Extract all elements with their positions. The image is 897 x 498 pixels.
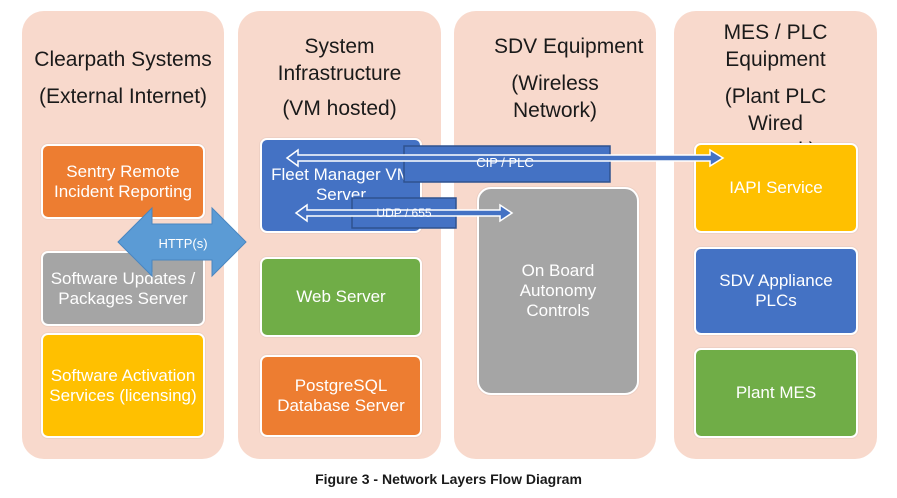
plant-mes-box: Plant MES <box>694 348 858 438</box>
column-clearpath-title: Clearpath Systems (External Internet) <box>34 48 212 108</box>
postgres-label: PostgreSQL Database Server <box>277 376 405 415</box>
http-arrow <box>117 206 247 278</box>
onboard-label: On Board Autonomy Controls <box>519 261 597 320</box>
cip-bar <box>403 145 611 183</box>
http-label: HTTP(s) <box>158 236 208 251</box>
sdv-plcs-box: SDV Appliance PLCs <box>694 247 858 335</box>
postgres-box: PostgreSQL Database Server <box>260 355 422 437</box>
cip-double-arrow <box>285 148 725 168</box>
activation-box: Software Activation Services (licensing) <box>41 333 205 438</box>
updates-label: Software Updates / Packages Server <box>50 268 196 308</box>
plant-mes-label: Plant MES <box>735 383 817 402</box>
column-sdv-title: SDV Equipment (Wireless Network) <box>494 35 644 122</box>
udp-label: UDP / 655 <box>376 206 432 220</box>
column-infrastructure-title: System Infrastructure (VM hosted) <box>277 35 402 120</box>
cip-label: CIP / PLC <box>476 155 534 170</box>
sdv-plcs-label: SDV Appliance PLCs <box>719 271 833 310</box>
activation-label: Software Activation Services (licensing) <box>49 365 197 405</box>
onboard-box: On Board Autonomy Controls <box>477 187 639 395</box>
figure-caption: Figure 3 - Network Layers Flow Diagram <box>315 471 582 487</box>
web-server-box: Web Server <box>260 257 422 337</box>
updates-box: Software Updates / Packages Server <box>41 251 205 326</box>
sentry-box: Sentry Remote Incident Reporting <box>41 144 205 219</box>
iapi-label: IAPI Service <box>729 178 823 197</box>
sentry-label: Sentry Remote Incident Reporting <box>54 161 192 201</box>
web-server-label: Web Server <box>296 287 386 306</box>
udp-double-arrow <box>294 203 514 223</box>
